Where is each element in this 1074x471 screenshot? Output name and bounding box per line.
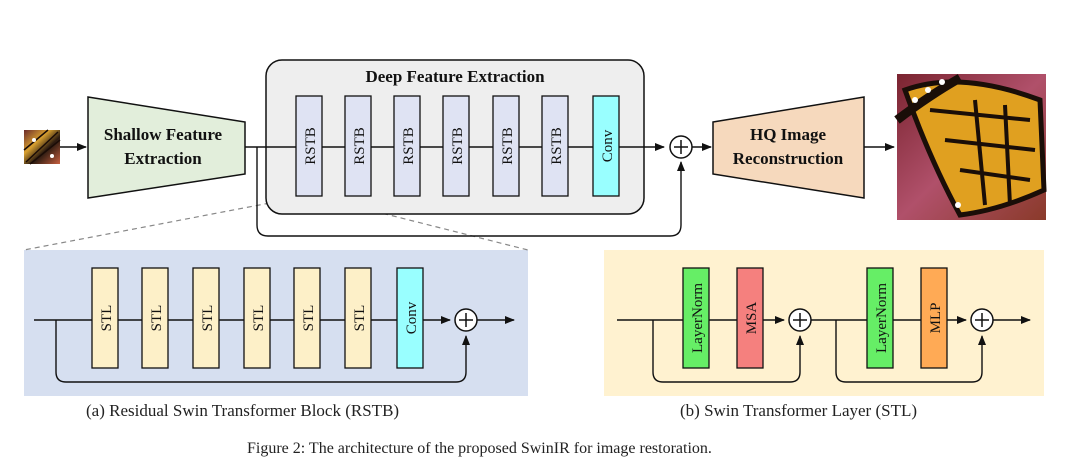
stl-block-6-label: STL <box>352 305 368 332</box>
stl-block-3-label: STL <box>200 305 216 332</box>
msa-block: MSA <box>736 267 764 369</box>
shallow-label-line2: Extraction <box>124 149 202 168</box>
layernorm-block-1: LayerNorm <box>682 267 710 369</box>
stl-block-6: STL <box>344 267 372 369</box>
rstb-4: RSTB <box>442 95 470 197</box>
stl-block-4-label: STL <box>251 305 267 332</box>
global-sum-node <box>669 135 693 159</box>
shallow-label-line1: Shallow Feature <box>104 125 223 144</box>
rstb-conv-label: Conv <box>404 301 420 334</box>
deep-conv-block: Conv <box>592 95 620 197</box>
shallow-feature-extraction-block <box>87 96 246 199</box>
layernorm-block-2: LayerNorm <box>866 267 894 369</box>
stl-skip-1 <box>652 320 804 383</box>
rstb-caption: (a) Residual Swin Transformer Block (RST… <box>86 401 400 420</box>
stl-block-1: STL <box>91 267 119 369</box>
hq-label-line1: HQ Image <box>750 125 826 144</box>
figure-caption: Figure 2: The architecture of the propos… <box>247 440 712 457</box>
zoom-line-left <box>23 197 297 251</box>
rstb-6-label: RSTB <box>549 127 565 165</box>
stl-block-2-label: STL <box>149 305 165 332</box>
layernorm-1-label: LayerNorm <box>690 283 706 353</box>
rstb-4-label: RSTB <box>450 127 466 165</box>
hq-label-line2: Reconstruction <box>733 149 844 168</box>
stl-block-4: STL <box>243 267 271 369</box>
rstb-1: RSTB <box>295 95 323 197</box>
rstb-5: RSTB <box>492 95 520 197</box>
global-skip-connection <box>256 147 685 237</box>
mlp-block: MLP <box>920 267 948 369</box>
stl-caption: (b) Swin Transformer Layer (STL) <box>680 401 918 420</box>
hq-image-reconstruction-block <box>712 96 865 199</box>
stl-block-5: STL <box>293 267 321 369</box>
stl-block-3: STL <box>192 267 220 369</box>
rstb-conv-block: Conv <box>396 267 424 369</box>
rstb-sum-node <box>454 308 478 332</box>
rstb-3-label: RSTB <box>401 127 417 165</box>
deep-feature-title: Deep Feature Extraction <box>365 67 545 86</box>
stl-block-2: STL <box>141 267 169 369</box>
stl-sum-node-2 <box>970 308 994 332</box>
rstb-2: RSTB <box>344 95 372 197</box>
rstb-detail-skip <box>55 320 470 383</box>
stl-skip-2 <box>835 320 986 383</box>
deep-conv-label: Conv <box>600 129 616 162</box>
stl-sum-node-1 <box>788 308 812 332</box>
output-image <box>894 74 1047 220</box>
rstb-2-label: RSTB <box>352 127 368 165</box>
rstb-5-label: RSTB <box>500 127 516 165</box>
rstb-6: RSTB <box>541 95 569 197</box>
msa-label: MSA <box>744 302 760 335</box>
rstb-1-label: RSTB <box>303 127 319 165</box>
rstb-3: RSTB <box>393 95 421 197</box>
layernorm-2-label: LayerNorm <box>874 283 890 353</box>
stl-block-1-label: STL <box>99 305 115 332</box>
input-image <box>23 129 61 165</box>
stl-block-5-label: STL <box>301 305 317 332</box>
mlp-label: MLP <box>928 303 944 334</box>
